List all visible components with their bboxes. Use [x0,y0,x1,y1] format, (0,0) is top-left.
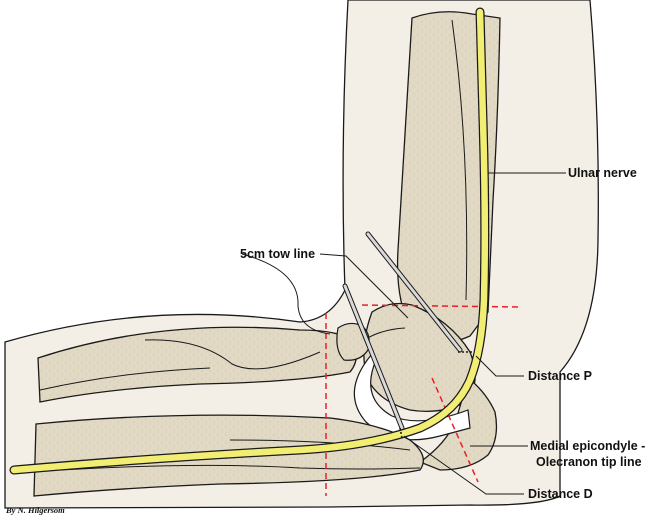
leader-tow-line [319,253,409,319]
ulnar-nerve-fill [10,8,489,474]
author-credit: By N. Hilgersom [5,505,65,515]
ulna-line [59,464,421,471]
epicondyle-olecranon-tip-line [431,377,479,483]
humerus-inner-line [451,19,468,301]
tow-line-proximal-fill [366,232,462,352]
label-epicondyle-line-2: Olecranon tip line [536,455,642,469]
leader-tow-line-2 [241,253,331,335]
distance-d-marker [399,427,403,439]
leader-distance-p [475,355,524,377]
ulna-line-2 [229,439,411,451]
label-distance-d: Distance D [528,487,593,501]
label-distance-p: Distance P [528,369,592,383]
label-epicondyle-line-1: Medial epicondyle - [530,439,645,453]
tow-line-distal-fill [343,284,404,430]
horizontal-reference-line [361,304,521,308]
label-tow-line: 5cm tow line [240,247,315,261]
radius-line-2 [39,367,211,391]
radius-line [144,339,321,370]
radius-bone [37,326,358,403]
leader-distance-d [403,435,524,495]
label-ulnar-nerve: Ulnar nerve [568,166,637,180]
